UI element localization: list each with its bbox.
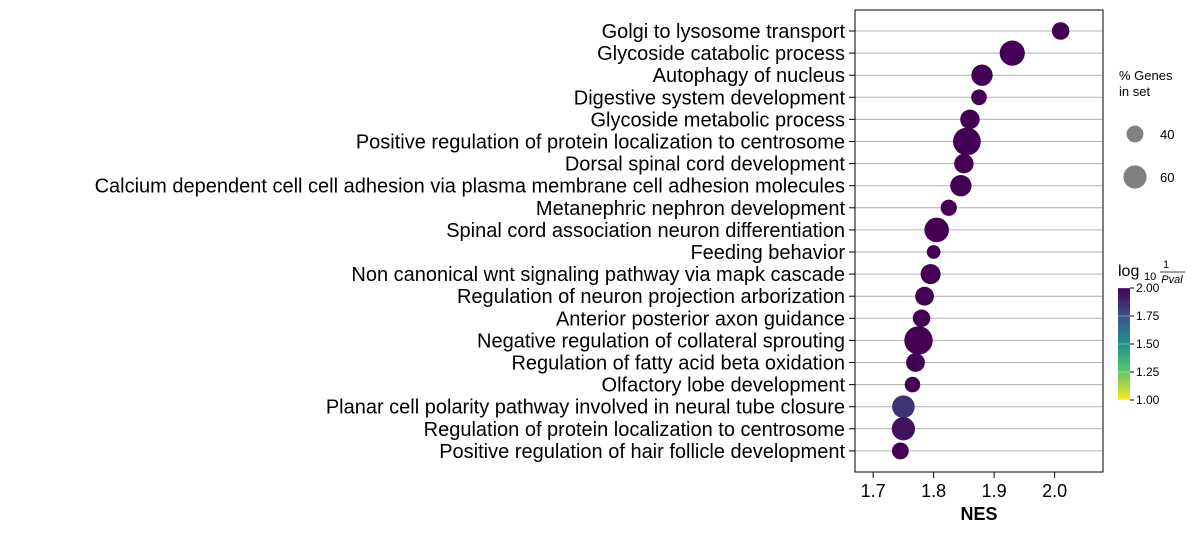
data-point <box>999 40 1025 66</box>
size-legend-title-2: in set <box>1119 84 1150 99</box>
category-label: Regulation of protein localization to ce… <box>424 419 845 441</box>
category-label: Dorsal spinal cord development <box>565 154 846 176</box>
size-legend-title-1: % Genes <box>1119 68 1173 83</box>
category-label: Spinal cord association neuron different… <box>446 220 845 242</box>
data-point <box>912 309 931 328</box>
data-point <box>953 127 981 156</box>
data-point <box>954 153 974 174</box>
data-point <box>915 286 934 306</box>
data-point <box>971 64 993 86</box>
category-label: Planar cell polarity pathway involved in… <box>326 397 845 419</box>
x-axis-ticks: 1.7 1.8 1.9 2.0 <box>861 472 1067 501</box>
category-label: Autophagy of nucleus <box>653 65 845 87</box>
colorbar-tick-label: 1.25 <box>1136 365 1160 379</box>
size-legend: % Genes in set 40 60 <box>1119 68 1174 189</box>
size-legend-marker <box>1126 125 1144 143</box>
data-point <box>891 442 909 460</box>
data-point <box>892 395 915 419</box>
data-points <box>891 22 1070 460</box>
x-tick-label: 1.7 <box>861 481 886 501</box>
colorbar-label-num: 1 <box>1163 259 1169 271</box>
category-label: Regulation of fatty acid beta oxidation <box>511 353 845 375</box>
category-label: Positive regulation of protein localizat… <box>356 132 845 154</box>
data-point <box>904 326 933 355</box>
colorbar-label-sub: 10 <box>1144 271 1156 283</box>
data-point <box>950 175 972 197</box>
category-label: Metanephric nephron development <box>536 198 846 220</box>
category-label: Negative regulation of collateral sprout… <box>477 330 845 352</box>
data-point <box>906 353 925 372</box>
size-legend-marker <box>1123 165 1147 189</box>
x-tick-label: 2.0 <box>1042 481 1067 501</box>
category-label: Olfactory lobe development <box>602 375 846 397</box>
data-point <box>926 245 941 259</box>
grid-lines <box>849 30 1103 452</box>
data-point <box>1051 22 1070 40</box>
data-point <box>891 417 916 441</box>
size-legend-label: 60 <box>1160 170 1174 185</box>
data-point <box>920 264 941 285</box>
category-label: Golgi to lysosome transport <box>602 21 846 43</box>
colorbar-tick-label: 1.50 <box>1136 337 1160 351</box>
x-tick-label: 1.8 <box>921 481 946 501</box>
colorbar-label-log: log <box>1118 263 1139 280</box>
data-point <box>924 217 949 243</box>
plot-frame <box>854 9 1104 473</box>
category-label: Feeding behavior <box>690 242 845 264</box>
data-point <box>960 109 980 130</box>
category-label: Calcium dependent cell cell adhesion via… <box>95 176 845 198</box>
category-label: Anterior posterior axon guidance <box>556 308 845 330</box>
data-point <box>904 376 921 393</box>
colorbar: log 10 1 Pval 1.00 1.25 1.50 1.75 2.00 <box>1118 259 1185 407</box>
category-label: Glycoside catabolic process <box>597 43 845 65</box>
category-label: Digestive system development <box>574 87 846 109</box>
category-label: Regulation of neuron projection arboriza… <box>457 286 845 308</box>
data-point <box>971 89 987 106</box>
x-axis-label: NES <box>960 504 997 524</box>
category-label: Glycoside metabolic process <box>590 109 845 131</box>
category-label: Positive regulation of hair follicle dev… <box>439 441 845 463</box>
colorbar-tick-label: 1.00 <box>1136 393 1160 407</box>
colorbar-label-den: Pval <box>1161 274 1183 286</box>
x-tick-label: 1.9 <box>982 481 1007 501</box>
size-legend-label: 40 <box>1160 127 1174 142</box>
data-point <box>940 199 957 216</box>
category-label: Non canonical wnt signaling pathway via … <box>351 264 845 286</box>
colorbar-tick-label: 2.00 <box>1136 281 1160 295</box>
colorbar-tick-label: 1.75 <box>1136 309 1160 323</box>
